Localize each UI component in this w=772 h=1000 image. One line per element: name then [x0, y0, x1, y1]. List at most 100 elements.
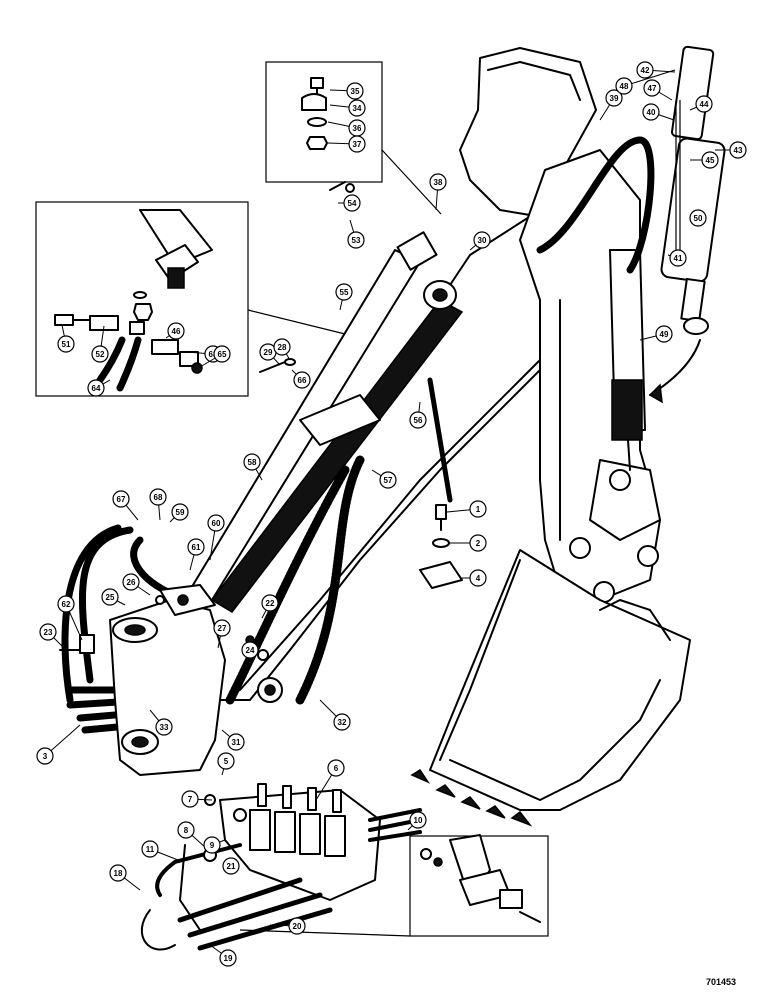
callout-56: 56	[409, 401, 427, 429]
callout-37: 37	[327, 135, 366, 153]
callout-58: 58	[243, 453, 263, 481]
callout-4: 4	[460, 569, 487, 587]
callout-32: 32	[319, 699, 351, 731]
callout-bubble-4	[469, 569, 487, 587]
callout-bubble-40	[642, 103, 660, 121]
callout-34: 34	[329, 99, 366, 117]
callout-8: 8	[177, 821, 207, 849]
callout-number-38: 38	[434, 178, 443, 187]
callout-bubble-25	[101, 588, 119, 606]
callout-5: 5	[217, 752, 235, 776]
callout-number-10: 10	[414, 816, 423, 825]
callout-bubble-7	[181, 790, 199, 808]
callout-bubble-37	[348, 135, 366, 153]
callout-bubble-61	[187, 538, 205, 556]
callout-leader-48	[623, 69, 676, 87]
callout-number-59: 59	[176, 508, 185, 517]
callout-64: 64	[87, 379, 111, 397]
callout-9: 9	[203, 836, 226, 854]
callout-bubble-42	[636, 61, 654, 79]
callout-number-26: 26	[127, 578, 136, 587]
callout-bubble-66	[293, 371, 311, 389]
boom-cylinders	[189, 231, 464, 613]
callout-31: 31	[221, 729, 245, 751]
callout-bubble-19	[219, 949, 237, 967]
callout-44: 44	[689, 95, 713, 113]
callout-number-22: 22	[266, 599, 275, 608]
callout-25: 25	[101, 588, 126, 606]
callout-38: 38	[429, 173, 447, 211]
callout-number-40: 40	[647, 108, 656, 117]
callout-number-51: 51	[62, 340, 71, 349]
callout-number-36: 36	[353, 124, 362, 133]
callout-number-6: 6	[334, 764, 339, 773]
callout-36: 36	[327, 119, 366, 137]
callout-bubble-64	[87, 379, 105, 397]
callout-number-31: 31	[232, 738, 241, 747]
figure-id: 701453	[706, 977, 737, 987]
callout-bubble-62	[57, 595, 75, 613]
callout-bubble-2	[469, 534, 487, 552]
callout-bubble-59	[171, 503, 189, 521]
callout-bubble-26	[122, 573, 140, 591]
callout-number-50: 50	[694, 214, 703, 223]
callout-2: 2	[450, 534, 487, 552]
callout-bubble-28	[273, 338, 291, 356]
callout-65: 65	[199, 345, 231, 368]
hardware-inset-top	[265, 61, 442, 215]
callout-number-58: 58	[248, 458, 257, 467]
bucket-cylinder	[648, 45, 726, 404]
callout-number-57: 57	[384, 476, 393, 485]
callout-number-28: 28	[278, 343, 287, 352]
callout-40: 40	[642, 103, 675, 121]
callout-number-47: 47	[648, 84, 657, 93]
callout-number-20: 20	[293, 922, 302, 931]
callout-bubble-6	[327, 759, 345, 777]
hardware-inset-left	[35, 201, 346, 397]
callout-number-67: 67	[117, 495, 126, 504]
callout-number-66: 66	[298, 376, 307, 385]
callout-bubble-32	[333, 713, 351, 731]
callout-bubble-49	[655, 325, 673, 343]
callout-33: 33	[149, 709, 173, 736]
callout-bubble-41	[669, 249, 687, 267]
callout-number-21: 21	[227, 862, 236, 871]
callout-number-29: 29	[264, 348, 273, 357]
callout-47: 47	[643, 79, 673, 101]
bucket	[410, 549, 691, 827]
callout-bubble-67	[112, 490, 130, 508]
callout-number-41: 41	[674, 254, 683, 263]
callout-number-46: 46	[172, 327, 181, 336]
callout-bubble-18	[109, 864, 127, 882]
callout-6: 6	[315, 759, 345, 801]
callout-1: 1	[446, 500, 487, 518]
callout-bubble-23	[39, 623, 57, 641]
callout-bubble-48	[615, 77, 633, 95]
callout-bubble-56	[409, 411, 427, 429]
callout-48: 48	[615, 69, 676, 95]
swing-post	[109, 584, 226, 776]
callout-62: 62	[57, 595, 83, 641]
callout-number-19: 19	[224, 954, 233, 963]
callout-bubble-22	[261, 594, 279, 612]
callout-number-32: 32	[338, 718, 347, 727]
callout-number-48: 48	[620, 82, 629, 91]
callout-59: 59	[169, 503, 189, 523]
callout-52: 52	[91, 325, 109, 363]
callout-bubble-33	[155, 718, 173, 736]
callout-number-43: 43	[734, 146, 743, 155]
callout-number-65: 65	[218, 350, 227, 359]
callout-number-2: 2	[476, 539, 481, 548]
callout-number-56: 56	[414, 416, 423, 425]
callout-number-60: 60	[212, 519, 221, 528]
callout-41: 41	[667, 249, 687, 267]
callout-10: 10	[407, 811, 427, 831]
callout-bubble-11	[141, 840, 159, 858]
callout-20: 20	[269, 917, 306, 935]
callout-number-63: 63	[209, 350, 218, 359]
callout-number-30: 30	[478, 236, 487, 245]
callout-42: 42	[636, 61, 676, 79]
callout-54: 54	[338, 194, 361, 212]
callout-18: 18	[109, 864, 141, 891]
